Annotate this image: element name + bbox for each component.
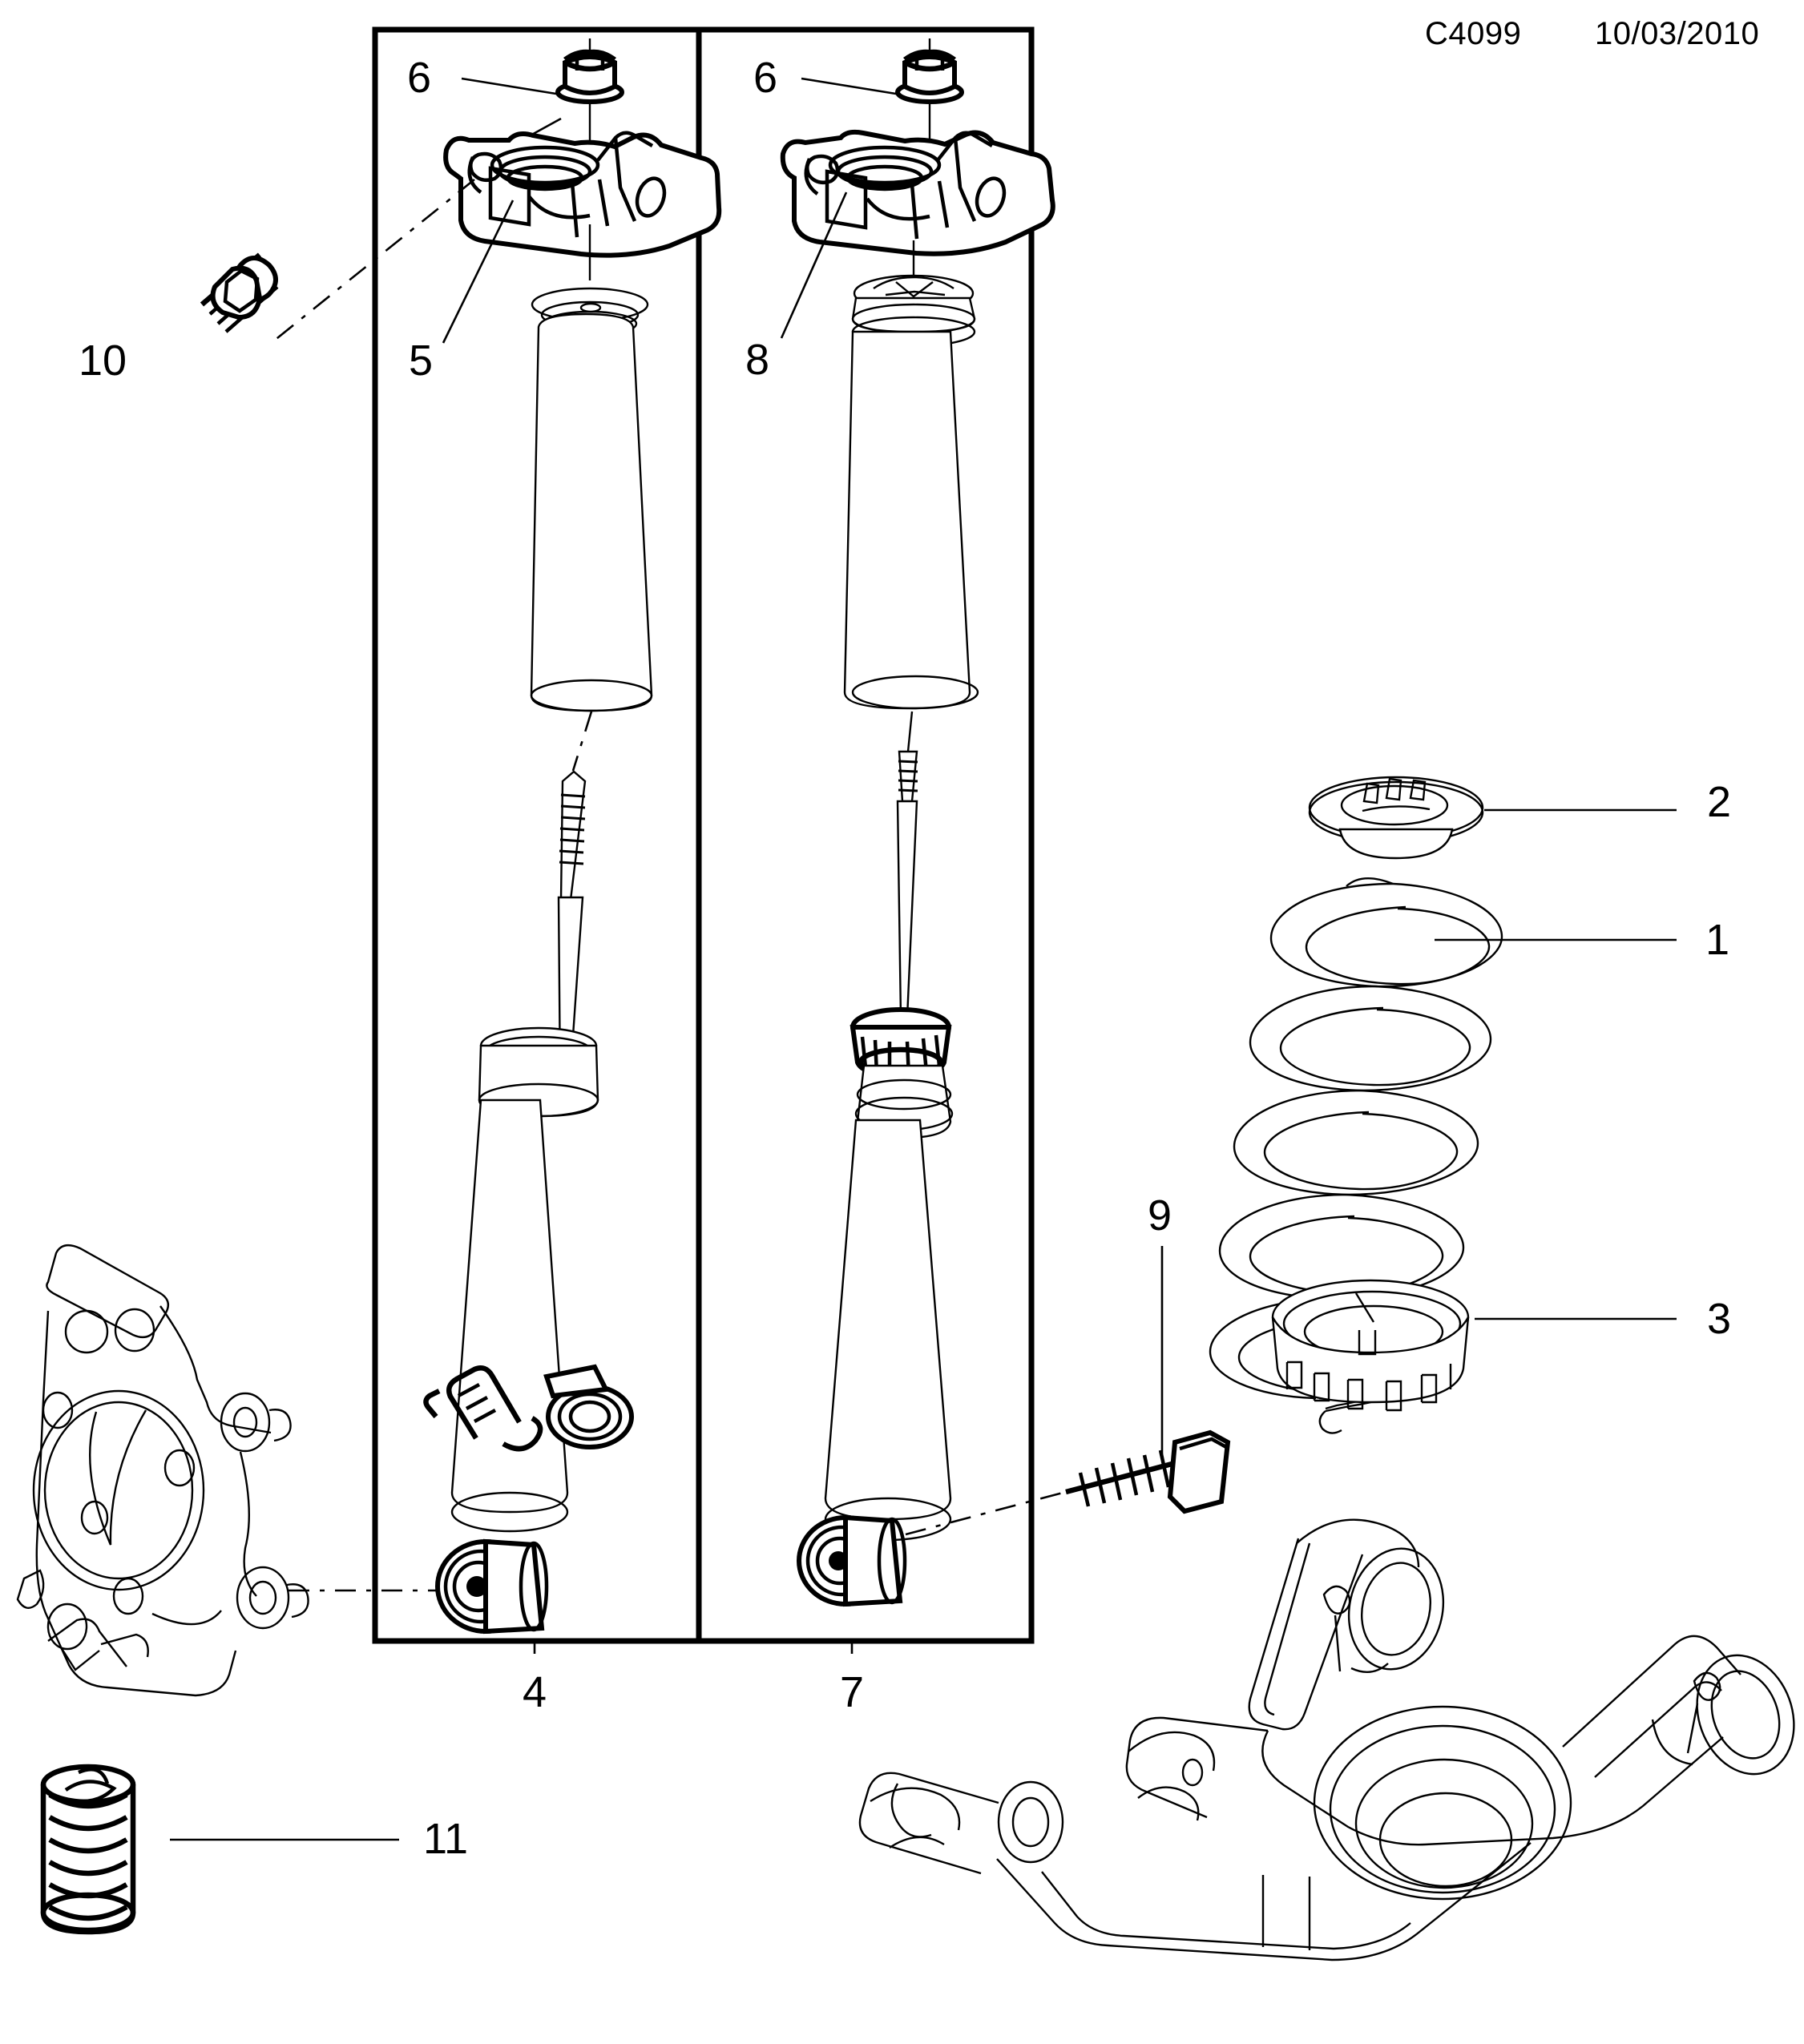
callout-6-right[interactable]: 6 xyxy=(753,54,778,102)
panel-frame xyxy=(372,26,1035,1654)
shock-upper-cup-left xyxy=(543,1364,634,1449)
shock-body-right xyxy=(824,1064,954,1542)
callout-7[interactable]: 7 xyxy=(840,1668,865,1716)
flange-nut-left xyxy=(555,49,624,104)
leader-6-left xyxy=(461,77,562,96)
lower-bush-right xyxy=(797,1514,907,1607)
piston-rod-right xyxy=(896,711,918,1019)
rear-lower-control-arm xyxy=(858,1518,1795,1961)
dust-boot-right xyxy=(843,274,979,710)
drawing-date-label: 10/03/2010 xyxy=(1595,16,1760,51)
callout-5[interactable]: 5 xyxy=(409,337,434,385)
rear-knuckle-hub-carrier xyxy=(16,1244,309,1697)
callout-8[interactable]: 8 xyxy=(745,336,770,384)
flange-nut-right xyxy=(895,49,964,104)
right-shock-assembly xyxy=(780,38,1055,1607)
shock-body-left xyxy=(450,1026,599,1533)
lower-spring-seat-insulator xyxy=(1271,1279,1677,1412)
callout-9[interactable]: 9 xyxy=(1148,1191,1172,1240)
callout-2[interactable]: 2 xyxy=(1707,778,1732,826)
callout-10[interactable]: 10 xyxy=(79,337,127,385)
mount-bolt-10 xyxy=(200,252,279,333)
upper-mount-bracket-left xyxy=(443,131,722,258)
drawing-code-label: C4099 xyxy=(1425,16,1522,51)
bump-stop-spring xyxy=(40,1764,399,1935)
upper-mount-bracket-right xyxy=(780,129,1055,256)
callout-3[interactable]: 3 xyxy=(1707,1295,1732,1343)
coil-spring xyxy=(1209,877,1677,1434)
dust-boot-left xyxy=(530,224,653,712)
damper-connector-left xyxy=(423,1365,543,1452)
callout-1[interactable]: 1 xyxy=(1705,916,1730,964)
lower-mount-bolt-9 xyxy=(905,1246,1231,1536)
callout-6-left[interactable]: 6 xyxy=(407,54,432,102)
rebound-stop-right xyxy=(850,1007,952,1078)
callout-4[interactable]: 4 xyxy=(523,1668,547,1716)
leader-6-right xyxy=(801,77,902,96)
left-shock-assembly xyxy=(200,38,722,1635)
piston-rod-left xyxy=(557,770,587,1083)
callout-11[interactable]: 11 xyxy=(423,1815,469,1863)
lower-bush-left xyxy=(435,1538,549,1635)
upper-spring-seat xyxy=(1308,776,1677,860)
